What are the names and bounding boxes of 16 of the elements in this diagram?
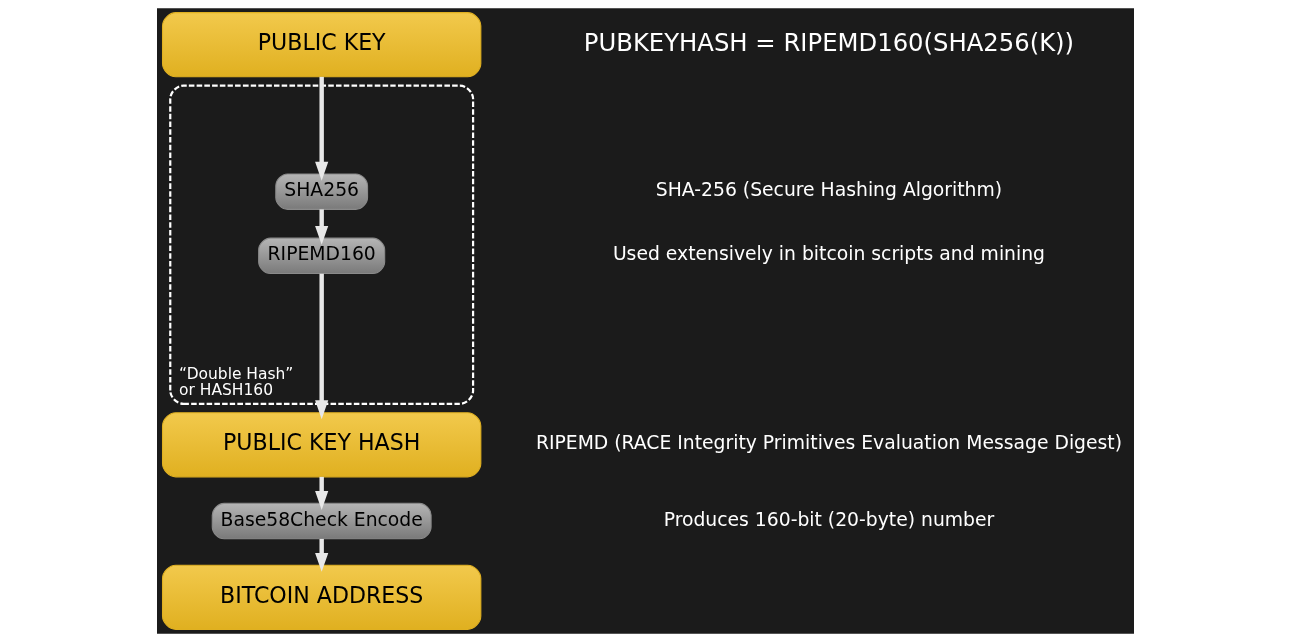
label: Used extensively in bitcoin scripts and mining [612,243,1045,265]
label: PUBKEYHASH = RIPEMD160(SHA256(K)) [583,27,1074,57]
arrow [314,273,328,420]
node-box: SHA256 [274,173,368,210]
label: SHA-256 (Secure Hashing Algorithm) [655,179,1002,201]
label: RIPEMD (RACE Integrity Primitives Evaluation Message Digest) [535,432,1122,454]
node-box: BITCOIN ADDRESS [161,564,481,630]
arrow [314,209,328,245]
node-box: RIPEMD160 [257,237,385,275]
arrow [314,76,328,181]
arrow [314,476,328,510]
node-box: PUBLIC KEY HASH [161,412,481,478]
node-box: PUBLIC KEY [161,12,481,78]
label: Produces 160-bit (20-byte) number [663,508,994,530]
node-box: Base58Check Encode [211,502,432,540]
arrow [314,538,328,572]
